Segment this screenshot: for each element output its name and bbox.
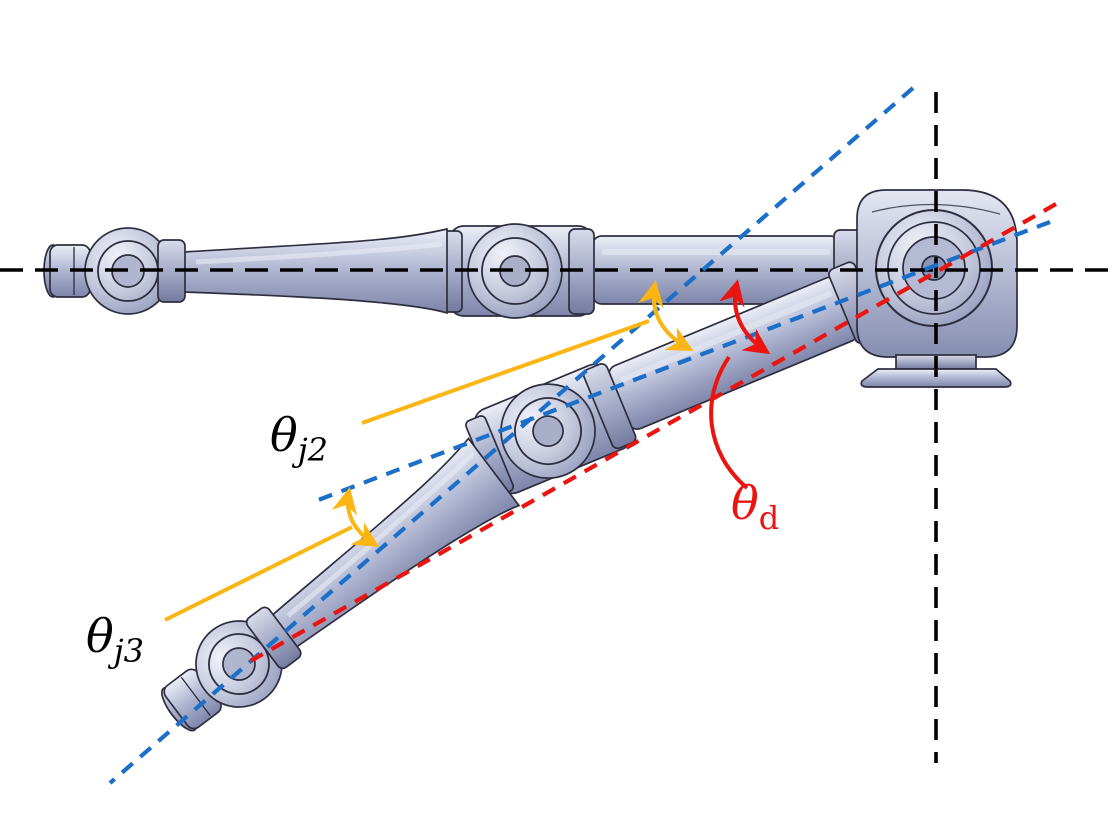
direct-angle-arc (719, 279, 771, 355)
shoulder-bearing-ring (887, 221, 981, 315)
joint3-angle-label: θj3 (86, 609, 144, 670)
direct-angle-label: θd (731, 476, 779, 537)
base-mounting-flange (860, 368, 1012, 388)
upper-arm-axis-line (312, 220, 1051, 504)
direct-angle-subscript: d (759, 499, 779, 537)
joint3-angle-arc (331, 487, 380, 548)
joint3-angle-symbol: θ (86, 609, 114, 663)
robot-arm-rotated-pose (145, 255, 930, 750)
joint3-angle-subscript: j3 (108, 632, 144, 670)
direct-path-line (245, 202, 1058, 665)
joint2-angle-subscript: j2 (292, 431, 328, 469)
joint2-angle-leader (361, 319, 650, 425)
joint2-angle-arc (638, 280, 694, 351)
joint2-angle-symbol: θ (270, 408, 298, 462)
direct-angle-symbol: θ (731, 476, 759, 530)
joint3-angle-leader (164, 525, 353, 622)
direct-angle-leader (709, 355, 749, 490)
forearm-axis-line (108, 86, 915, 785)
joint2-angle-label: θj2 (270, 408, 328, 469)
